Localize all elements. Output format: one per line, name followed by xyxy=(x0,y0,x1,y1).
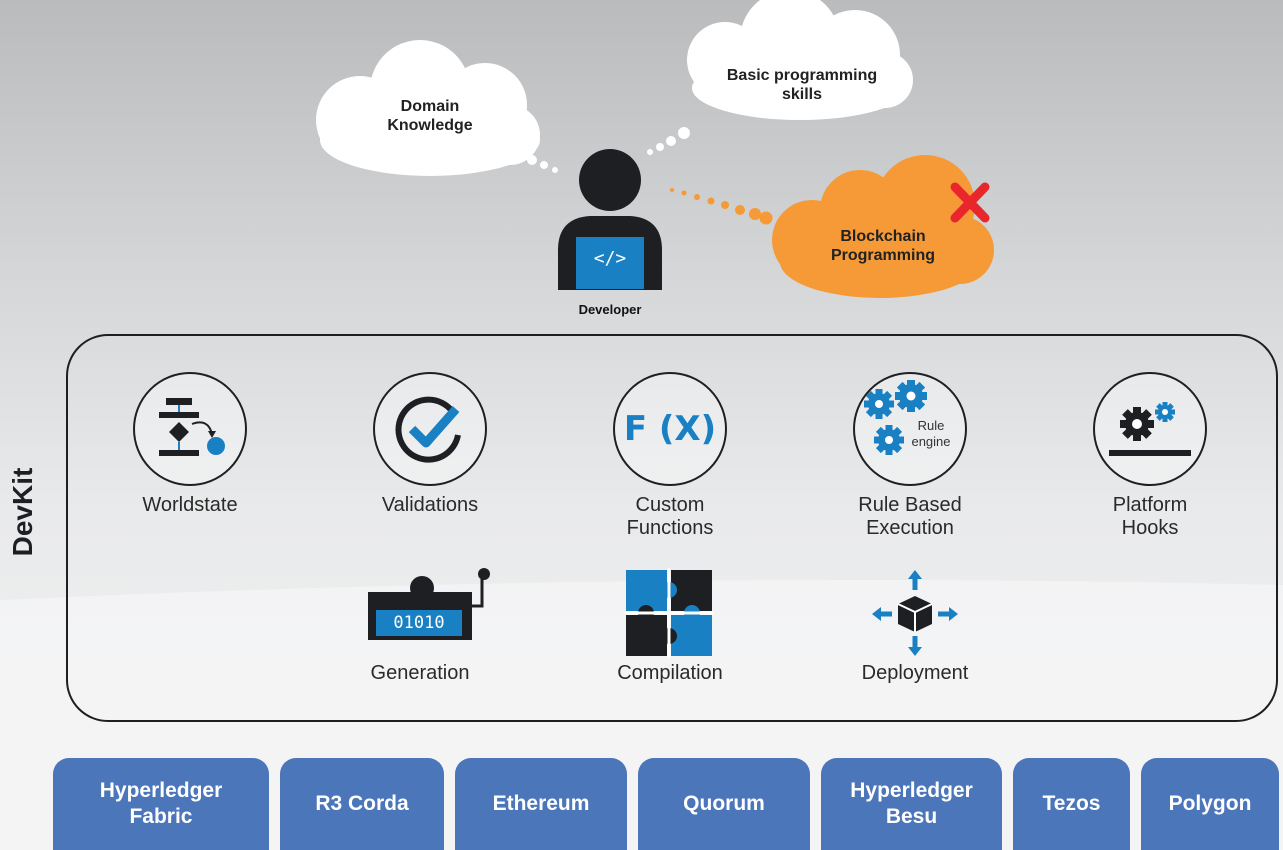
feature-label-line: Worldstate xyxy=(142,494,238,516)
feature-platform-hooks: Platform Hooks xyxy=(1050,372,1250,540)
code-generator-icon xyxy=(368,568,490,640)
feature-label-line: Hooks xyxy=(1121,517,1179,539)
cloud-blockchain-programming-label: Blockchain Programming xyxy=(808,227,958,265)
gears-platform-icon xyxy=(1093,372,1207,486)
feature-validations: Validations xyxy=(330,372,530,517)
devkit-container xyxy=(66,334,1278,722)
cross-out-icon xyxy=(950,182,990,223)
feature-label-line: Validations xyxy=(381,494,479,516)
cloud-text-line: Programming xyxy=(830,247,935,264)
feature-label: Worldstate xyxy=(90,494,290,517)
feature-label-line: Rule Based xyxy=(858,494,962,516)
platform-label-line: Polygon xyxy=(1168,792,1252,815)
feature-label-line: Custom xyxy=(635,494,705,516)
rule-engine-text-line: engine xyxy=(911,434,951,449)
tool-compilation: Compilation xyxy=(570,566,770,696)
puzzle-icon xyxy=(624,568,714,658)
platform-ethereum[interactable]: Ethereum xyxy=(455,758,627,850)
cloud-text-line: Domain xyxy=(400,98,460,115)
tool-deployment: Deployment xyxy=(815,566,1015,696)
feature-label-line: Platform xyxy=(1112,494,1188,516)
thought-dots-left xyxy=(512,146,558,173)
function-fx-icon: F (X) xyxy=(613,372,727,486)
feature-rule-based-execution: Rule engine Rule Based Execution xyxy=(810,372,1010,540)
developer-label: Developer xyxy=(578,302,642,317)
cloud-text-line: skills xyxy=(781,86,823,103)
platform-label-line: Hyperledger xyxy=(850,779,973,802)
platform-label-line: Ethereum xyxy=(492,792,590,815)
cloud-basic-programming-label: Basic programming skills xyxy=(712,66,892,104)
feature-custom-functions: F (X) Custom Functions xyxy=(570,372,770,540)
platform-polygon[interactable]: Polygon xyxy=(1141,758,1279,850)
platform-label-line: Hyperledger xyxy=(99,779,223,802)
cloud-blockchain-programming xyxy=(772,155,994,298)
binary-text: 01010 xyxy=(393,613,445,633)
cube-arrows-icon xyxy=(872,570,958,656)
cloud-domain-knowledge xyxy=(316,40,540,176)
tool-label: Deployment xyxy=(861,662,969,684)
platform-label-line: Tezos xyxy=(1042,792,1101,815)
feature-label: Custom Functions xyxy=(570,494,770,540)
platform-label-line: Fabric xyxy=(129,805,193,828)
tool-label: Generation xyxy=(370,662,470,684)
feature-label: Validations xyxy=(330,494,530,517)
cloud-text-line: Basic programming xyxy=(726,67,878,84)
rule-engine-text-line: Rule xyxy=(917,418,945,433)
rule-engine-gears-icon: Rule engine xyxy=(853,372,967,486)
platform-label-line: Quorum xyxy=(683,792,765,815)
developer-thoughts-diagram xyxy=(316,0,994,298)
tool-generation: 01010 Generation xyxy=(320,566,520,696)
platform-label-line: R3 Corda xyxy=(315,792,409,815)
checkmark-icon xyxy=(373,372,487,486)
rule-engine-text: Rule engine xyxy=(903,418,959,450)
tool-label: Compilation xyxy=(617,662,723,684)
cloud-text-line: Knowledge xyxy=(387,117,473,134)
feature-label: Platform Hooks xyxy=(1050,494,1250,540)
fx-text: F (X) xyxy=(623,409,717,449)
cloud-text-line: Blockchain xyxy=(840,228,926,245)
platform-label-line: Besu xyxy=(885,805,938,828)
platform-quorum[interactable]: Quorum xyxy=(638,758,810,850)
thought-dots-orange xyxy=(670,188,773,225)
developer-person-icon xyxy=(558,149,662,290)
feature-label-line: Execution xyxy=(866,517,954,539)
cloud-basic-programming xyxy=(687,0,913,120)
cloud-domain-knowledge-label: Domain Knowledge xyxy=(360,97,500,135)
worldstate-flowchart-icon xyxy=(133,372,247,486)
feature-label: Rule Based Execution xyxy=(810,494,1010,540)
code-symbol: </> xyxy=(593,248,627,269)
feature-worldstate: Worldstate xyxy=(90,372,290,517)
devkit-label: DevKit xyxy=(7,467,38,557)
platform-r3-corda[interactable]: R3 Corda xyxy=(280,758,444,850)
thought-dots-right xyxy=(647,127,690,155)
platform-tezos[interactable]: Tezos xyxy=(1013,758,1130,850)
feature-label-line: Functions xyxy=(626,517,714,539)
